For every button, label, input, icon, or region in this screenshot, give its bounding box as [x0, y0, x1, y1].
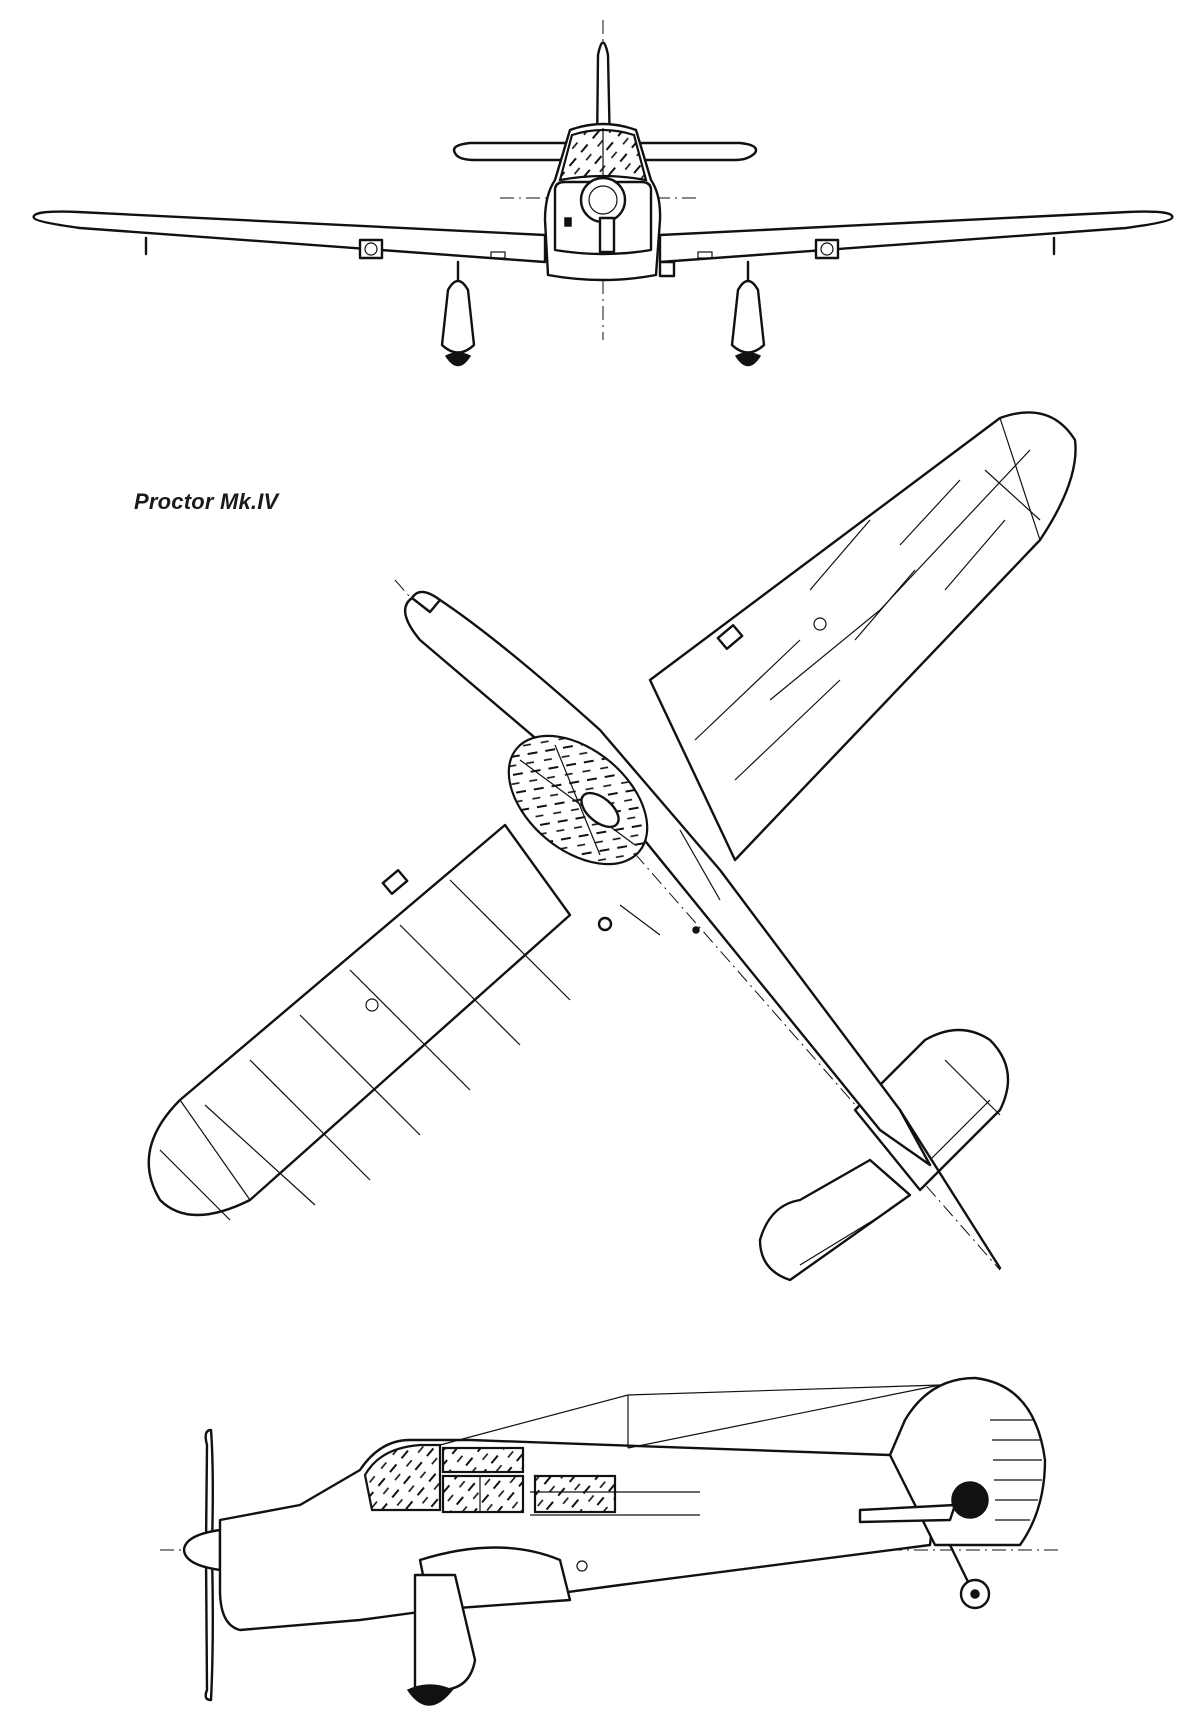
- front-view: [32, 20, 1174, 367]
- side-view: [160, 1376, 1060, 1706]
- plan-view: [147, 411, 1077, 1282]
- diagram-title: Proctor Mk.IV: [134, 489, 279, 514]
